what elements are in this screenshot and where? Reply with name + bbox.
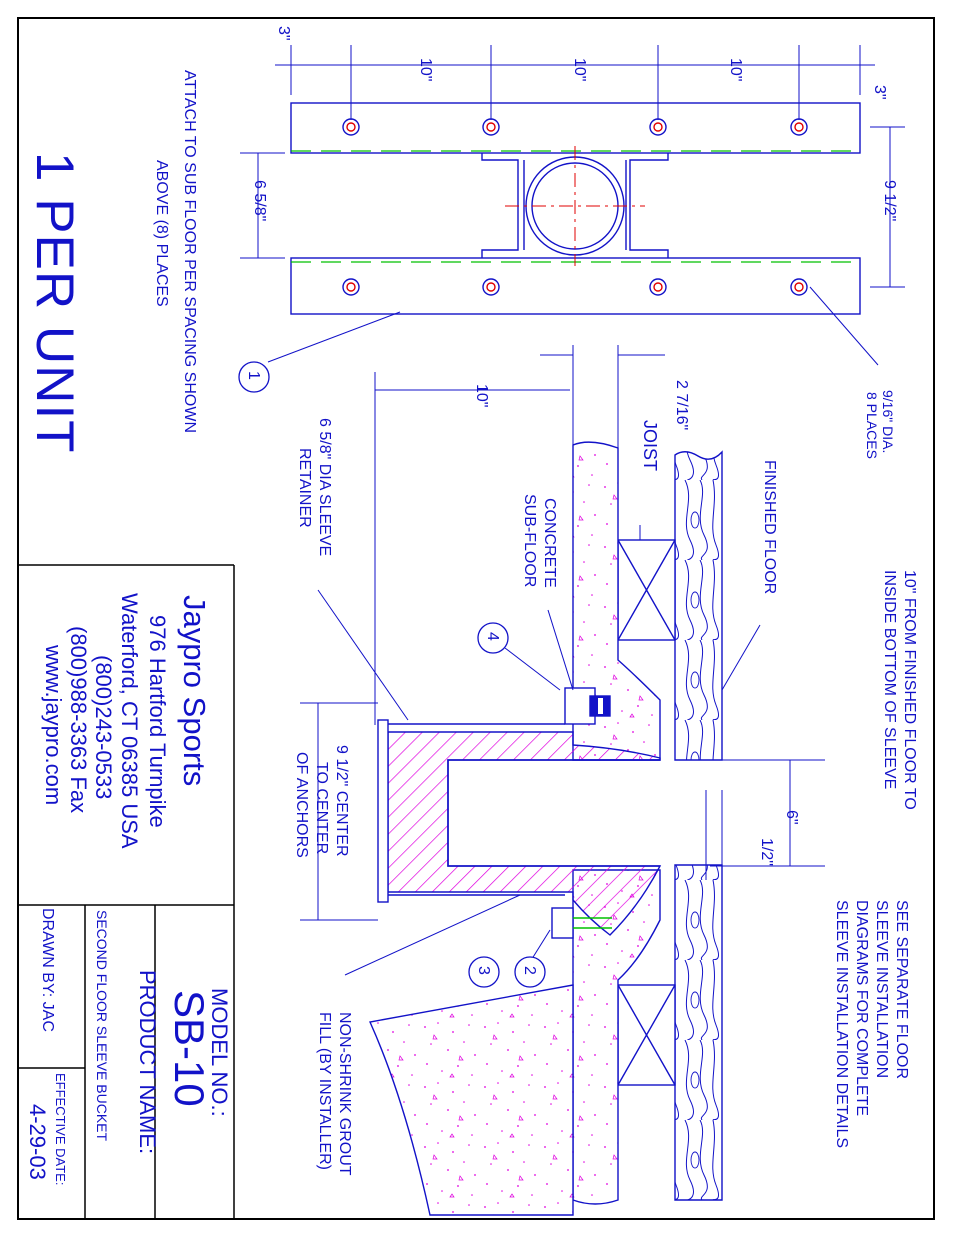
grout-note-line1: NON-SHRINK GROUT [336, 1012, 353, 1176]
company-address2: Waterford, CT 06385 USA [117, 593, 142, 849]
balloon-3 [468, 956, 500, 988]
company-fax: (800)988-3363 Fax [66, 626, 91, 814]
label-finished-floor: FINISHED FLOOR [761, 460, 778, 595]
bolt-lower [551, 907, 574, 939]
product-name: SECOND FLOOR SLEEVE BUCKET [94, 910, 110, 1142]
sleeve-retainer [377, 719, 389, 903]
concrete-upper [572, 441, 661, 761]
balloon-2-label: 2 [521, 966, 538, 975]
dim-10-b: 10" [571, 58, 588, 82]
label-concrete-line1: CONCRETE [541, 498, 558, 588]
company-name: Jaypro Sports [177, 595, 212, 787]
company-website: www.jaypro.com [41, 645, 66, 806]
plan-view [240, 45, 905, 366]
product-label: PRODUCT NAME: [135, 970, 160, 1155]
balloon-2 [514, 956, 546, 988]
note-10-line1: 10" FROM FINISHED FLOOR TO [901, 570, 918, 810]
label-joist: JOIST [640, 420, 660, 472]
concrete-footing [368, 984, 574, 1216]
model-number: SB-10 [166, 990, 213, 1107]
sheet-border [17, 17, 935, 1220]
drawn-by: DRAWN BY: JAC [39, 908, 56, 1032]
dim-1-2: 1/2" [758, 838, 775, 866]
anchor-note-line1: 9 1/2" CENTER [333, 745, 350, 857]
hole-note-line1: 9/16" DIA. [880, 390, 896, 454]
company-phone: (800)243-0533 [91, 655, 116, 800]
dim-10-section: 10" [473, 384, 490, 408]
dim-6-5-8: 6 5/8" [251, 180, 268, 222]
company-address1: 976 Hartford Turnpike [145, 615, 170, 828]
dim-3-right: 3" [871, 85, 888, 100]
dim-2-7-16: 2 7/16" [673, 380, 690, 431]
anchor-note-line2: TO CENTER [313, 762, 330, 855]
sleeve-bucket [447, 759, 660, 867]
anchor-note-line3: OF ANCHORS [293, 752, 310, 858]
finished-floor-lower [674, 864, 723, 1201]
label-retainer-line1: 6 5/8" DIA SLEEVE [316, 418, 333, 557]
note-see-line2: SLEEVE INSTALLATION [873, 900, 890, 1079]
balloon-1-label: 1 [245, 371, 262, 380]
finished-floor-upper [674, 450, 723, 761]
effective-date: 4-29-03 [25, 1104, 50, 1180]
note-see-line3: DIAGRAMS FOR COMPLETE [853, 900, 870, 1117]
label-concrete-line2: SUB-FLOOR [521, 494, 538, 588]
grout-fill [387, 731, 662, 936]
dim-6: 6" [783, 810, 800, 825]
balloon-1 [238, 361, 270, 393]
effective-label: EFFECTIVE DATE: [53, 1073, 68, 1186]
attach-note-line2: ABOVE (8) PLACES [153, 160, 170, 307]
note-10-line2: INSIDE BOTTOM OF SLEEVE [881, 570, 898, 790]
section-view [300, 345, 825, 1216]
attach-note-line1: ATTACH TO SUB FLOOR PER SPACING SHOWN [181, 70, 198, 434]
balloons [238, 361, 546, 988]
title-block [18, 564, 235, 1219]
balloon-4 [477, 622, 509, 654]
concrete-lower [572, 869, 661, 1205]
dim-10-a: 10" [417, 58, 434, 82]
title-1-per-unit: 1 PER UNIT [25, 152, 84, 454]
note-see-line4: SLEEVE INSTALLATION DETAILS [833, 900, 850, 1149]
dim-10-c: 10" [727, 58, 744, 82]
balloon-3-label: 3 [475, 966, 492, 975]
note-see-line1: SEE SEPARATE FLOOR [893, 900, 910, 1080]
grout-note-line2: FILL (BY INSTALLER) [316, 1012, 333, 1170]
hole-note-line2: 8 PLACES [864, 392, 880, 459]
dim-3-top: 3" [275, 26, 292, 41]
dim-9-1-2: 9 1/2" [881, 180, 898, 222]
balloon-4-label: 4 [484, 632, 501, 641]
label-retainer-line2: RETAINER [296, 448, 313, 528]
